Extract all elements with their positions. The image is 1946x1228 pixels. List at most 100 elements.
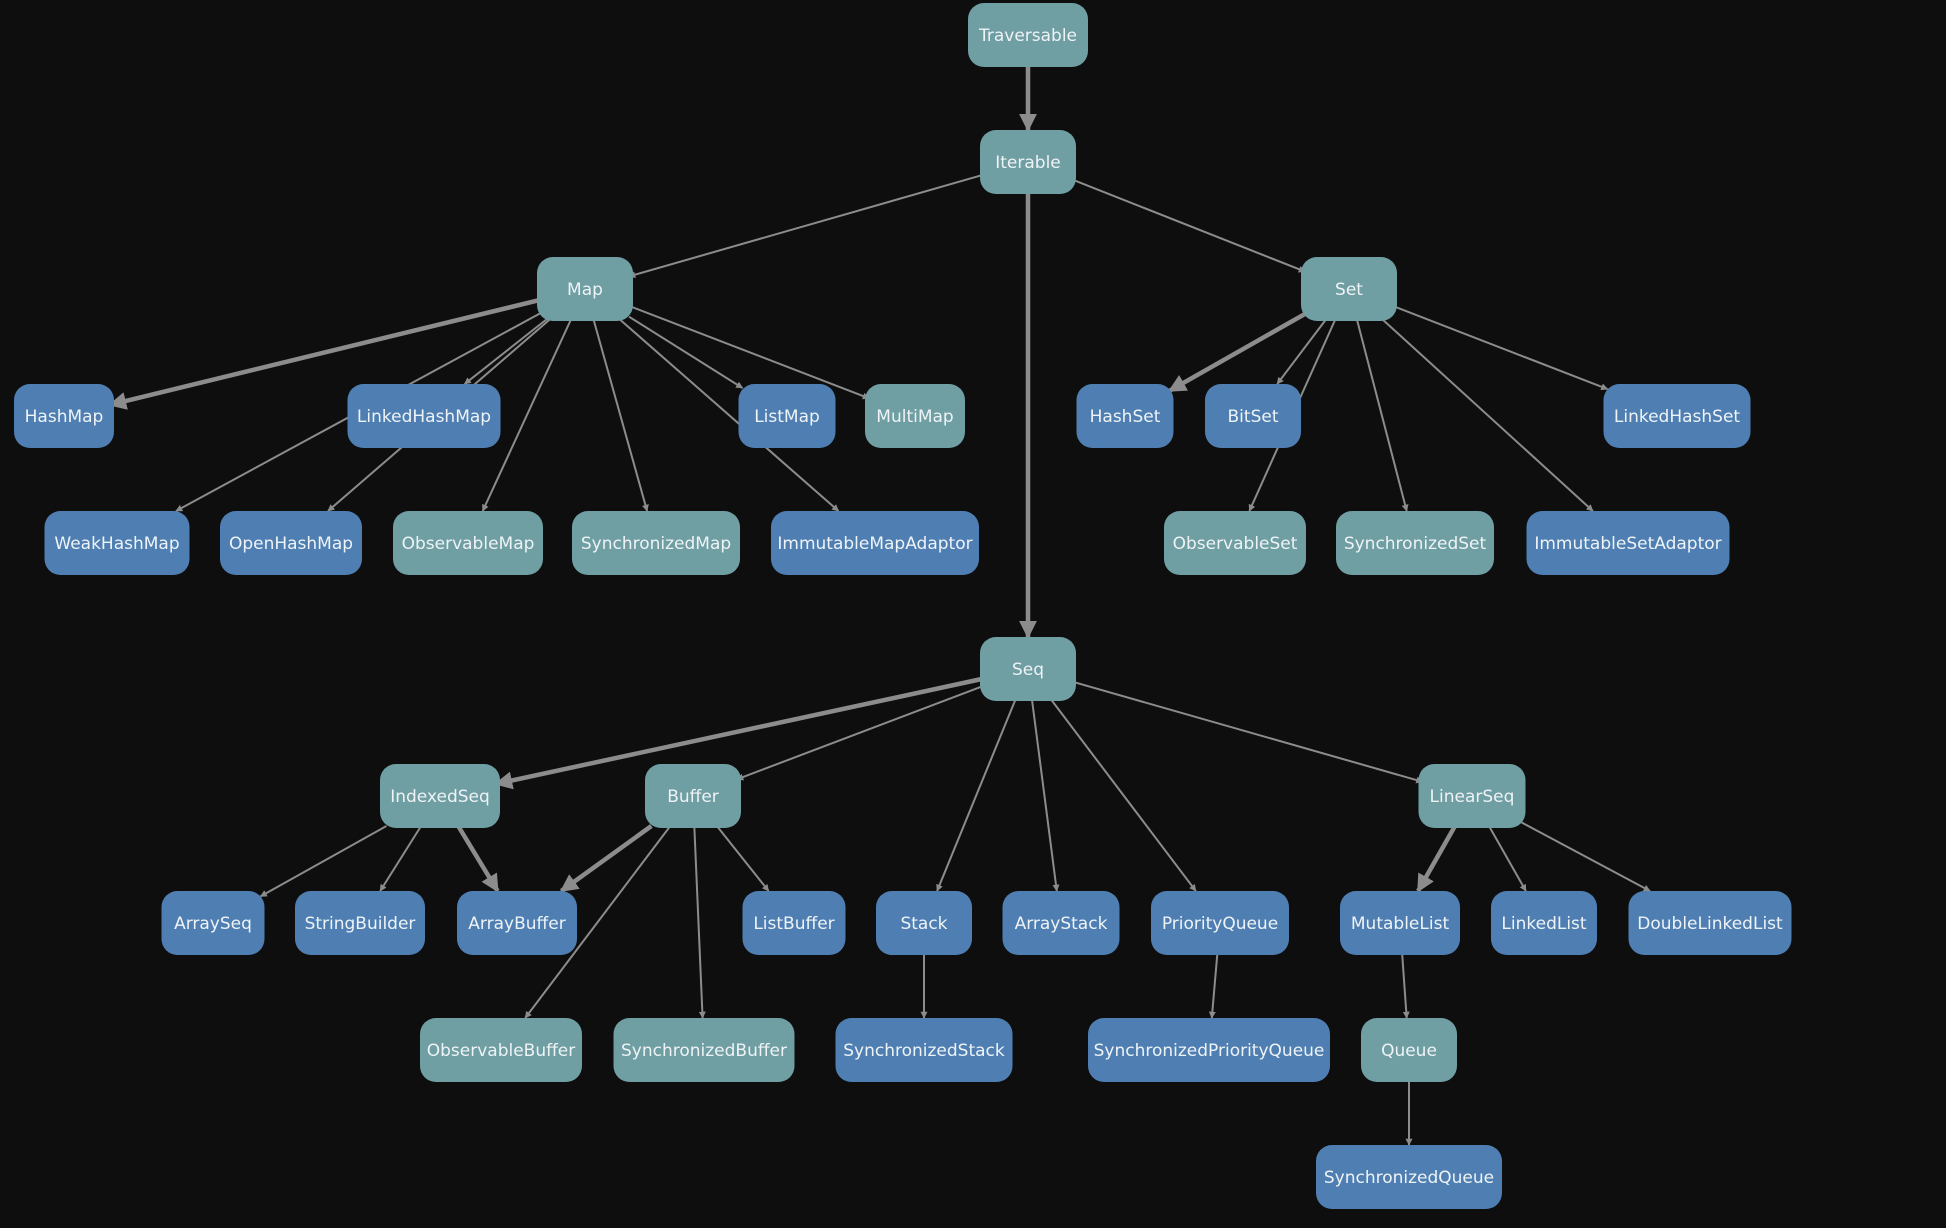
edge-set-to-hashset <box>1167 311 1307 393</box>
node-label-set: Set <box>1335 280 1363 300</box>
node-box-linkedhashset <box>1603 384 1751 448</box>
node-box-immutablesetadaptor <box>1526 511 1730 575</box>
edge-map-to-observablemap <box>481 318 573 512</box>
node-doublelinkedlist: DoubleLinkedList <box>1628 891 1792 955</box>
node-label-immutablemapadaptor: ImmutableMapAdaptor <box>777 534 972 554</box>
node-observableset: ObservableSet <box>1164 511 1306 575</box>
node-label-observableset: ObservableSet <box>1173 534 1298 554</box>
node-immutablemapadaptor: ImmutableMapAdaptor <box>771 511 979 575</box>
node-label-observablemap: ObservableMap <box>402 534 535 554</box>
edge-linearseq-to-linkedlist <box>1488 825 1527 892</box>
node-box-weakhashmap <box>44 511 190 575</box>
node-synchronizedstack: SynchronizedStack <box>835 1018 1013 1082</box>
node-box-traversable <box>968 3 1088 67</box>
node-label-observablebuffer: ObservableBuffer <box>427 1041 576 1061</box>
node-synchronizedqueue: SynchronizedQueue <box>1316 1145 1502 1209</box>
node-label-synchronizedbuffer: SynchronizedBuffer <box>621 1041 787 1061</box>
node-box-arrayseq <box>161 891 265 955</box>
edge-set-to-bitset <box>1276 318 1328 385</box>
node-box-bitset <box>1205 384 1301 448</box>
node-box-synchronizedbuffer <box>613 1018 795 1082</box>
node-box-synchronizedpriorityqueue <box>1088 1018 1330 1082</box>
edge-seq-to-indexedseq <box>494 676 985 790</box>
edge-mutablelist-to-queue <box>1401 952 1410 1019</box>
node-label-stack: Stack <box>900 914 947 934</box>
node-label-mutablelist: MutableList <box>1351 914 1450 934</box>
node-label-linkedhashset: LinkedHashSet <box>1614 407 1741 427</box>
node-box-arraystack <box>1002 891 1120 955</box>
edge-map-to-multimap <box>628 304 870 400</box>
node-linkedhashset: LinkedHashSet <box>1603 384 1751 448</box>
edge-seq-to-arraystack <box>1030 698 1060 892</box>
node-box-buffer <box>645 764 741 828</box>
edge-map-to-linkedhashmap <box>463 318 548 385</box>
node-box-linkedhashmap <box>347 384 501 448</box>
edge-seq-to-priorityqueue <box>1049 698 1197 892</box>
node-linkedhashmap: LinkedHashMap <box>347 384 501 448</box>
node-hashset: HashSet <box>1076 384 1174 448</box>
edge-indexedseq-to-arrayseq <box>259 825 387 898</box>
edge-priorityqueue-to-synchronizedpriorityqueue <box>1208 952 1219 1019</box>
node-box-arraybuffer <box>457 891 577 955</box>
node-box-multimap <box>865 384 965 448</box>
node-box-synchronizedqueue <box>1316 1145 1502 1209</box>
node-box-observablebuffer <box>420 1018 582 1082</box>
edge-buffer-to-listbuffer <box>716 825 770 892</box>
node-label-traversable: Traversable <box>978 26 1077 46</box>
node-indexedseq: IndexedSeq <box>380 764 500 828</box>
node-box-openhashmap <box>220 511 362 575</box>
node-synchronizedbuffer: SynchronizedBuffer <box>613 1018 795 1082</box>
node-box-stack <box>876 891 972 955</box>
node-box-seq <box>980 637 1076 701</box>
edge-linearseq-to-mutablelist <box>1416 824 1457 893</box>
edge-map-to-immutablemapadaptor <box>618 318 840 512</box>
edge-iterable-to-map <box>628 173 985 279</box>
node-seq: Seq <box>980 637 1076 701</box>
node-arrayseq: ArraySeq <box>161 891 265 955</box>
node-synchronizedpriorityqueue: SynchronizedPriorityQueue <box>1088 1018 1330 1082</box>
node-label-immutablesetadaptor: ImmutableSetAdaptor <box>1534 534 1721 554</box>
node-label-arraystack: ArrayStack <box>1015 914 1108 934</box>
node-box-mutablelist <box>1340 891 1460 955</box>
node-box-hashmap <box>14 384 114 448</box>
node-synchronizedset: SynchronizedSet <box>1336 511 1494 575</box>
node-label-weakhashmap: WeakHashMap <box>54 534 179 554</box>
edge-iterable-to-set <box>1071 178 1306 273</box>
node-hashmap: HashMap <box>14 384 114 448</box>
node-box-map <box>537 257 633 321</box>
node-label-stringbuilder: StringBuilder <box>305 914 416 934</box>
edge-linearseq-to-doublelinkedlist <box>1521 821 1651 892</box>
node-label-doublelinkedlist: DoubleLinkedList <box>1637 914 1783 934</box>
node-label-multimap: MultiMap <box>876 407 953 427</box>
node-box-listbuffer <box>742 891 846 955</box>
edges-layer <box>108 65 1651 1146</box>
node-label-bitset: BitSet <box>1228 407 1279 427</box>
node-label-synchronizedmap: SynchronizedMap <box>581 534 731 554</box>
node-multimap: MultiMap <box>865 384 965 448</box>
node-immutablesetadaptor: ImmutableSetAdaptor <box>1526 511 1730 575</box>
node-box-hashset <box>1076 384 1174 448</box>
edge-indexedseq-to-stringbuilder <box>379 825 422 892</box>
node-listbuffer: ListBuffer <box>742 891 846 955</box>
node-label-synchronizedstack: SynchronizedStack <box>843 1041 1005 1061</box>
node-bitset: BitSet <box>1205 384 1301 448</box>
node-stack: Stack <box>876 891 972 955</box>
node-label-linearseq: LinearSeq <box>1430 787 1515 807</box>
node-listmap: ListMap <box>738 384 836 448</box>
node-box-priorityqueue <box>1151 891 1289 955</box>
node-label-listmap: ListMap <box>754 407 820 427</box>
node-box-synchronizedmap <box>572 511 740 575</box>
edge-map-to-synchronizedmap <box>592 318 649 512</box>
node-box-observableset <box>1164 511 1306 575</box>
node-map: Map <box>537 257 633 321</box>
node-label-synchronizedpriorityqueue: SynchronizedPriorityQueue <box>1094 1041 1325 1061</box>
node-openhashmap: OpenHashMap <box>220 511 362 575</box>
node-box-immutablemapadaptor <box>771 511 979 575</box>
node-traversable: Traversable <box>968 3 1088 67</box>
node-box-stringbuilder <box>295 891 425 955</box>
node-buffer: Buffer <box>645 764 741 828</box>
node-observablebuffer: ObservableBuffer <box>420 1018 582 1082</box>
edge-set-to-linkedhashset <box>1392 305 1609 391</box>
node-set: Set <box>1301 257 1397 321</box>
edge-set-to-synchronizedset <box>1355 318 1409 512</box>
